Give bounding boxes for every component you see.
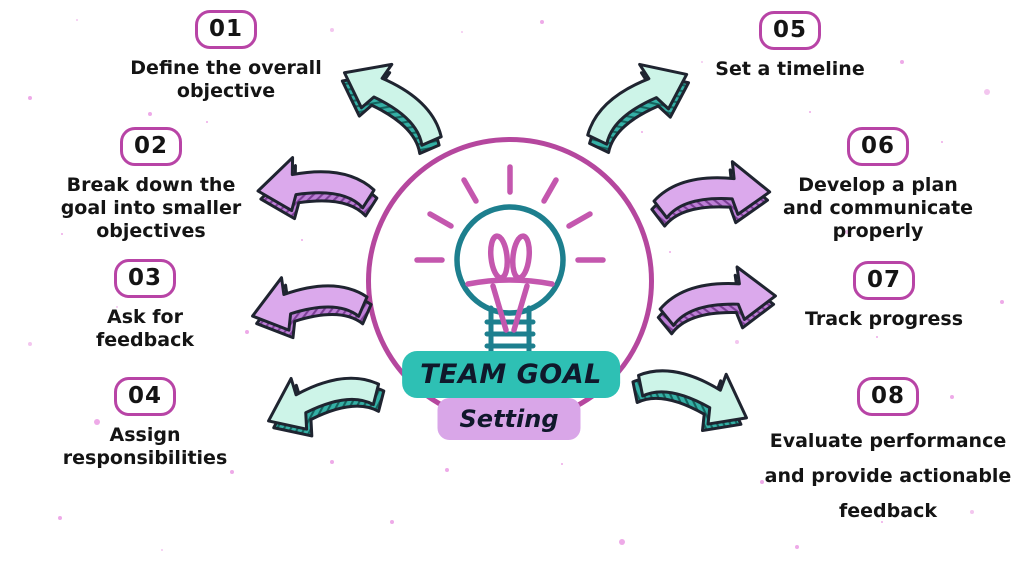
step-number-badge: 07 xyxy=(852,261,915,300)
step-05: 05 Set a timeline xyxy=(675,11,905,81)
step-text-line: Assign xyxy=(109,424,181,446)
step-text-line: objective xyxy=(176,79,276,102)
step-07: 07 Track progress xyxy=(769,261,999,331)
title-primary-badge: TEAM GOAL xyxy=(402,351,620,398)
step-06: 06 Develop a plan and communicate proper… xyxy=(763,127,993,242)
arrow-step-02-icon xyxy=(256,155,379,222)
step-text-line: properly xyxy=(832,219,924,242)
step-text-line: goal into smaller xyxy=(60,196,242,219)
step-03: 03 Ask for feedback xyxy=(30,259,260,352)
step-number-badge: 05 xyxy=(758,11,821,50)
step-text-line: feedback xyxy=(839,500,937,523)
step-text-line: Track progress xyxy=(804,308,964,330)
step-number-badge: 03 xyxy=(113,259,176,298)
step-text-line: and communicate xyxy=(782,196,974,219)
step-text-line: responsibilities xyxy=(62,446,228,469)
step-text-line: objectives xyxy=(96,219,206,242)
step-text-line: and provide actionable xyxy=(764,465,1012,488)
step-08: 08 Evaluate performance and provide acti… xyxy=(753,377,1022,529)
step-text-line: feedback xyxy=(96,328,194,351)
step-number-badge: 04 xyxy=(113,377,176,416)
step-text-line: Develop a plan xyxy=(798,174,958,196)
title-secondary-badge: Setting xyxy=(437,398,581,440)
lightbulb-rays xyxy=(414,164,606,263)
step-number-badge: 02 xyxy=(119,127,182,166)
step-04: 04 Assign responsibilities xyxy=(30,377,260,470)
step-01: 01 Define the overall objective xyxy=(111,10,341,103)
lightbulb-icon xyxy=(414,164,606,357)
arrow-step-08-icon xyxy=(623,344,760,444)
step-number-badge: 08 xyxy=(856,377,919,416)
arrow-step-06-icon xyxy=(647,156,774,233)
step-text-line: Define the overall xyxy=(130,57,322,79)
step-text-line: Evaluate performance xyxy=(769,430,1007,452)
bulb-filament xyxy=(465,233,555,333)
step-number-badge: 06 xyxy=(846,127,909,166)
background-speckles xyxy=(0,0,4,4)
step-text-line: Ask for xyxy=(107,306,183,328)
bulb-glass xyxy=(454,204,566,316)
step-number-badge: 01 xyxy=(194,10,257,49)
step-02: 02 Break down the goal into smaller obje… xyxy=(36,127,266,242)
step-text-line: Set a timeline xyxy=(715,58,865,80)
step-text-line: Break down the xyxy=(66,174,236,196)
